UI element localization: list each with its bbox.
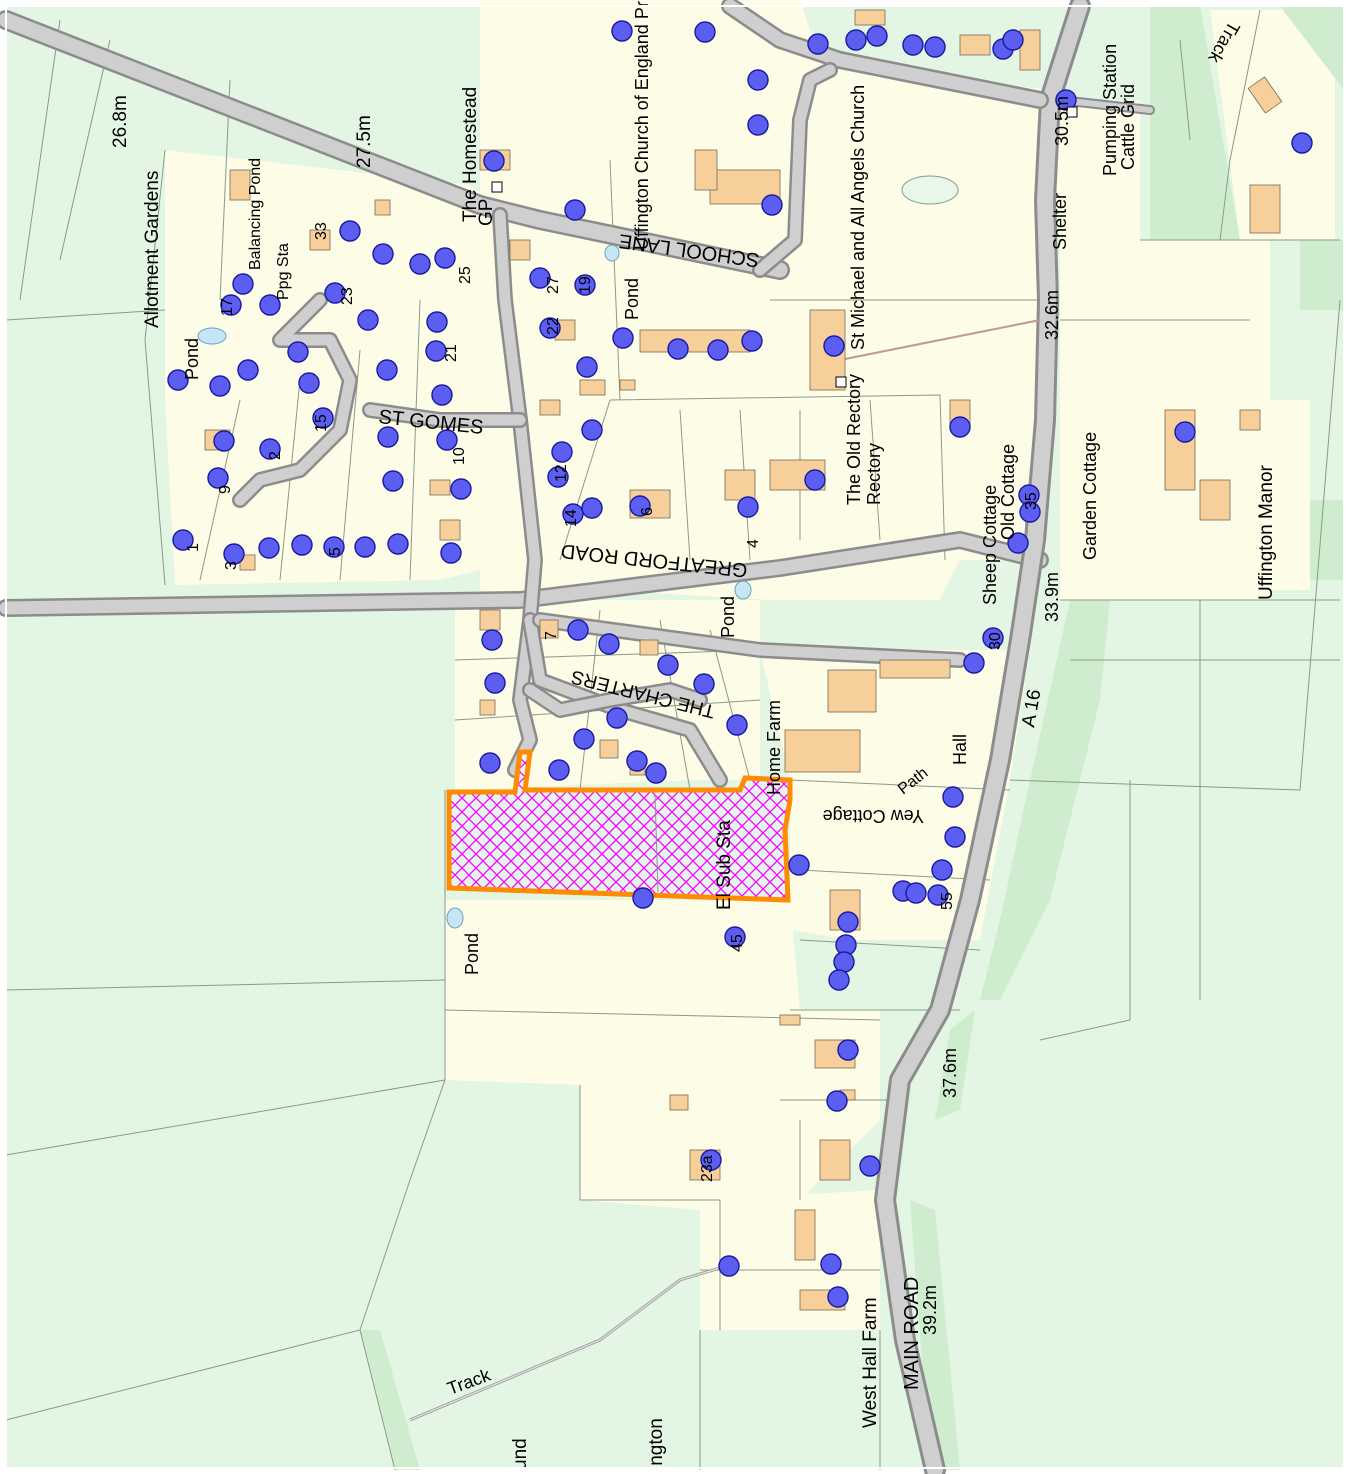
house-number: 2 (267, 451, 284, 460)
house-number: 55 (939, 892, 956, 910)
label-yew-cottage: Yew Cottage (823, 806, 924, 826)
label-balancing-pond: Balancing Pond (247, 158, 264, 270)
label-26-8m: 26.8m (110, 95, 131, 148)
label-shelter: Shelter (1050, 193, 1070, 250)
house-number: 17 (219, 298, 236, 316)
label-und: und (510, 1438, 531, 1470)
label-the-old-rectory: The Old Rectory (844, 374, 864, 505)
map-frame-border (5, 5, 1345, 1469)
label-pond-2: Pond (622, 278, 642, 320)
label-uffington-manor: Uffington Manor (1256, 464, 1277, 600)
house-number: 15 (313, 414, 330, 432)
label-gp: GP (476, 199, 497, 226)
house-number: 5 (327, 547, 344, 556)
label-rectory: Rectory (864, 443, 884, 505)
label-27-5m: 27.5m (354, 115, 375, 168)
house-number: 23a (699, 1155, 716, 1182)
label-st-michael: St Michael and All Angels Church (848, 85, 868, 350)
house-number: 23 (339, 287, 356, 305)
label-pond-3: Pond (718, 596, 738, 638)
label-pond-4: Pond (462, 933, 482, 975)
house-number: 9 (217, 485, 234, 494)
label-garden-cottage: Garden Cottage (1080, 432, 1100, 560)
label-pond-1: Pond (182, 338, 202, 380)
field-boundaries (5, 9, 1341, 1471)
label-30-5m: 30.5m (1052, 96, 1072, 146)
house-numbers: 33 25 27 19 23 21 22 17 15 14 10 12 6 4 … (185, 222, 1040, 1182)
label-39-2m: 39.2m (920, 1285, 940, 1335)
house-number: 14 (563, 509, 580, 527)
label-allotment-gardens: Allotment Gardens (142, 171, 163, 328)
label-cattle-grid: Cattle Grid (1118, 84, 1138, 170)
label-uffington-school: Uffington Church of England Primary Scho… (632, 0, 652, 250)
label-ington: ington (646, 1418, 667, 1470)
site-boundary-hatch[interactable] (446, 749, 793, 903)
house-number: 3 (223, 561, 240, 570)
house-number: 33 (313, 222, 330, 240)
house-number: 4 (745, 539, 762, 548)
map-symbols (491, 106, 1078, 388)
house-number: 30 (987, 632, 1004, 650)
house-number: 35 (1023, 492, 1040, 510)
label-pumping-sta: Pumping Station (1100, 44, 1120, 176)
house-number: 22 (545, 317, 562, 335)
house-number: 6 (639, 507, 656, 516)
house-number: 45 (729, 934, 746, 952)
house-number: 12 (553, 464, 570, 482)
house-number: 19 (577, 276, 594, 294)
label-hall: Hall (950, 734, 970, 765)
label-old-cottage: Old Cottage (998, 444, 1018, 540)
label-home-farm: Home Farm (764, 700, 784, 795)
label-the-homestead: The Homestead (460, 87, 481, 222)
label-37-6m: 37.6m (940, 1048, 960, 1098)
house-number: 27 (545, 276, 562, 294)
label-33-9m: 33.9m (1042, 572, 1062, 622)
site-internal-boundary (654, 794, 659, 893)
ponds (197, 244, 752, 929)
address-points[interactable] (167, 20, 1313, 1308)
label-el-sub-sta: El Sub Sta (714, 820, 735, 910)
label-ppg-sta: Ppg Sta (275, 243, 292, 300)
house-number: 7 (543, 631, 560, 640)
green-strips (360, 6, 1344, 1470)
house-number: 1 (185, 543, 202, 552)
label-32-6m: 32.6m (1042, 290, 1062, 340)
house-number: 21 (443, 344, 460, 362)
label-west-hall-farm: West Hall Farm (860, 1297, 881, 1428)
label-main-road: MAIN ROAD (901, 1277, 923, 1390)
label-sheep-cottage: Sheep Cottage (980, 485, 1000, 605)
house-number: 25 (457, 266, 474, 284)
house-number: 10 (451, 447, 468, 465)
buildings (204, 9, 1283, 1311)
